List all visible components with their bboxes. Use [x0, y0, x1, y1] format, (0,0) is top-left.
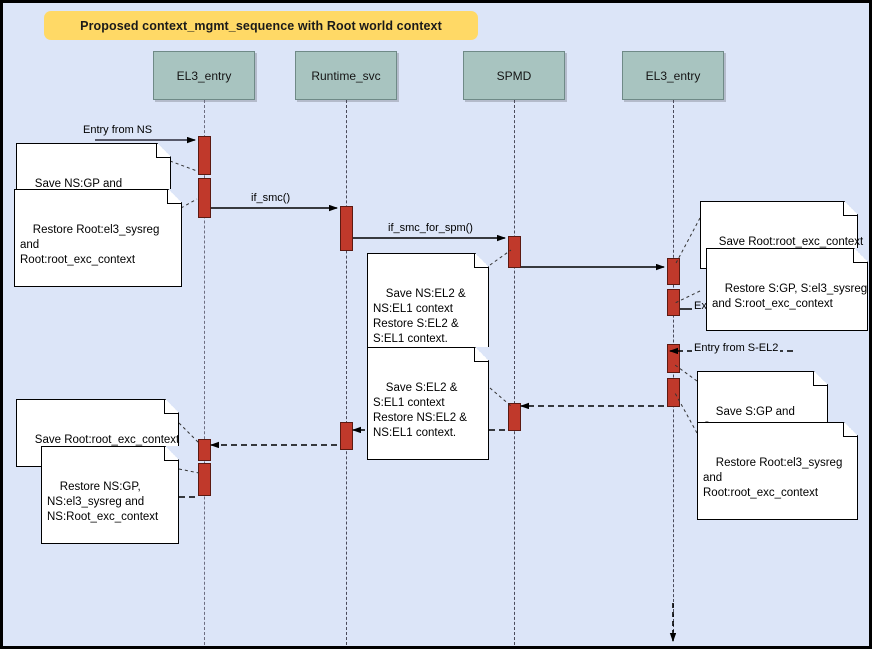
activation-bar[interactable] [667, 289, 680, 316]
activation-bar[interactable] [667, 344, 680, 373]
note-fold-corner [843, 422, 858, 437]
lifeline-head-el3-entry-right[interactable]: EL3_entry [622, 51, 724, 100]
activation-bar[interactable] [508, 236, 521, 268]
activation-bar[interactable] [198, 136, 211, 175]
activation-bar[interactable] [198, 178, 211, 218]
diagram-title-banner: Proposed context_mgmt_sequence with Root… [44, 11, 478, 40]
note-fold-corner [164, 399, 179, 414]
lifeline-label: SPMD [496, 68, 532, 83]
note-text: Restore Root:el3_sysreg and Root:root_ex… [20, 224, 160, 266]
lifeline-label: Runtime_svc [311, 68, 381, 83]
note-fold-corner [167, 189, 182, 204]
note-text: Save S:EL2 & S:EL1 context Restore NS:EL… [373, 382, 467, 439]
message-label-if-smc-for-spm: if_smc_for_spm() [386, 222, 475, 234]
note-restore-root-2: Restore Root:el3_sysreg and Root:root_ex… [697, 422, 858, 520]
note-text: Restore S:GP, S:el3_sysreg and S:root_ex… [712, 283, 868, 310]
note-fold-corner [853, 248, 868, 263]
message-label-if-smc: if_smc() [249, 192, 293, 204]
lifeline-line-el3-entry-left [204, 100, 205, 645]
note-fold-corner [843, 201, 858, 216]
note-text: Save Root:root_exc_context [34, 434, 180, 446]
activation-bar[interactable] [340, 206, 353, 251]
note-text: Restore NS:GP, NS:el3_sysreg and NS:Root… [47, 481, 159, 523]
note-restore-ns-gp: Restore NS:GP, NS:el3_sysreg and NS:Root… [41, 446, 179, 544]
lifeline-line-runtime-svc [346, 100, 347, 645]
lifeline-label: EL3_entry [645, 68, 701, 83]
activation-bar[interactable] [198, 463, 211, 496]
note-restore-s-gp: Restore S:GP, S:el3_sysreg and S:root_ex… [706, 248, 868, 331]
note-fold-corner [156, 143, 171, 158]
note-fold-corner [813, 371, 828, 386]
note-fold-corner [474, 347, 489, 362]
note-text: Restore Root:el3_sysreg and Root:root_ex… [703, 457, 843, 499]
activation-bar[interactable] [340, 422, 353, 450]
activation-bar[interactable] [667, 378, 680, 407]
lifeline-head-runtime-svc[interactable]: Runtime_svc [295, 51, 397, 100]
note-restore-root-1: Restore Root:el3_sysreg and Root:root_ex… [14, 189, 182, 287]
activation-bar[interactable] [198, 439, 211, 461]
lifeline-head-spmd[interactable]: SPMD [463, 51, 565, 100]
note-text: Save NS:EL2 & NS:EL1 context Restore S:E… [373, 288, 466, 345]
message-label-entry-from-ns: Entry from NS [81, 124, 155, 136]
message-label-entry-from-s-el2: Entry from S-EL2 [692, 342, 781, 354]
activation-bar[interactable] [508, 403, 521, 431]
note-save-s-el2: Save S:EL2 & S:EL1 context Restore NS:EL… [367, 347, 489, 460]
note-fold-corner [164, 446, 179, 461]
note-fold-corner [474, 253, 489, 268]
lifeline-line-spmd [514, 100, 515, 645]
note-text: Save Root:root_exc_context [718, 236, 864, 248]
lifeline-head-el3-entry-left[interactable]: EL3_entry [153, 51, 255, 100]
lifeline-label: EL3_entry [176, 68, 232, 83]
activation-bar[interactable] [667, 258, 680, 285]
